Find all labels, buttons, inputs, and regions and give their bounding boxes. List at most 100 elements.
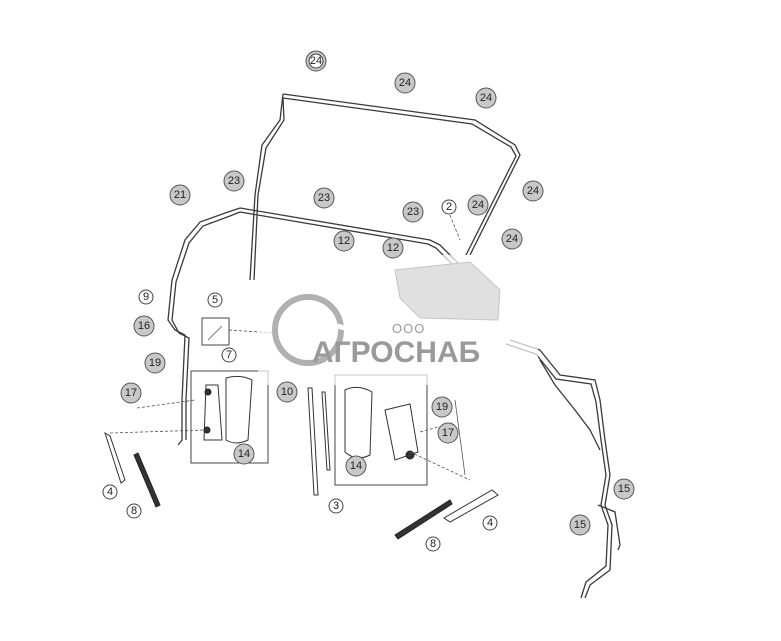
callout-circle [221,347,237,363]
callout-8: 8 [126,503,142,519]
callout-circle [569,514,591,536]
callout-circle [328,498,344,514]
watermark-prefix: ООО [392,321,425,336]
callout-circle [207,292,223,308]
callout-24: 24 [501,228,523,250]
callout-circle [501,228,523,250]
left-motor-detail [190,370,269,464]
part-5-detail [201,317,230,346]
callout-label: 16 [138,320,150,332]
callout-label: 24 [399,77,411,89]
callout-5: 5 [207,292,223,308]
callout-label: 24 [527,185,539,197]
callout-label: 15 [574,519,586,531]
callout-12: 12 [333,230,355,252]
callout-label: 19 [436,401,448,413]
callout-16: 16 [133,315,155,337]
callout-circle [475,87,497,109]
callout-circle [613,478,635,500]
callout-circle [138,289,154,305]
callout-circle [482,515,498,531]
right-tube-assembly [505,339,621,599]
watermark-company: АГРОСНАБ [312,336,480,369]
callout-14: 14 [345,455,367,477]
callout-4: 4 [482,515,498,531]
callout-label: 24 [310,55,322,67]
callout-label: 23 [228,175,240,187]
upper-tube-assembly [249,93,521,281]
callout-circle [233,443,255,465]
callout-19: 19 [431,396,453,418]
callout-15: 15 [569,514,591,536]
callout-group: 2424242424242423232321212125916197171019… [102,50,635,552]
callout-2: 2 [441,199,457,215]
leader-lines [109,214,471,481]
callout-label: 10 [281,386,293,398]
callout-21: 21 [169,184,191,206]
callout-label: 24 [480,92,492,104]
callout-label: 21 [174,189,186,201]
callout-circle [467,194,489,216]
callout-24: 24 [475,87,497,109]
callout-24: 24 [394,72,416,94]
callout-19: 19 [144,352,166,374]
callout-label: 12 [387,242,399,254]
callout-label: 23 [318,192,330,204]
callout-label: 19 [149,357,161,369]
callout-8: 8 [425,536,441,552]
callout-label: 14 [238,448,250,460]
callout-label: 5 [212,294,218,306]
callout-24: 24 [467,194,489,216]
callout-circle [441,199,457,215]
callout-label: 14 [350,460,362,472]
callout-circle [126,503,142,519]
callout-circle [144,352,166,374]
callout-circle [382,237,404,259]
callout-14: 14 [233,443,255,465]
callout-label: 8 [430,538,436,550]
callout-circle [425,536,441,552]
callout-circle [333,230,355,252]
callout-label: 24 [506,233,518,245]
center-wiper [307,387,331,496]
callout-label: 9 [143,291,149,303]
callout-label: 3 [333,500,339,512]
callout-10: 10 [276,381,298,403]
callout-label: 23 [407,206,419,218]
callout-12: 12 [382,237,404,259]
callout-15: 15 [613,478,635,500]
callout-circle [120,382,142,404]
callout-circle [522,180,544,202]
callout-23: 23 [313,187,335,209]
callout-24: 24 [308,53,324,69]
callout-circle [394,72,416,94]
callout-circle [345,455,367,477]
callout-circle [437,422,459,444]
callout-label: 2 [446,201,452,213]
callout-label: 7 [226,349,232,361]
callout-circle [102,484,118,500]
watermark: ООО АГРОСНАБ [258,255,538,385]
callout-circle [431,396,453,418]
callout-24: 24 [522,180,544,202]
callout-circle [133,315,155,337]
callout-4: 4 [102,484,118,500]
callout-9: 9 [138,289,154,305]
callout-7: 7 [221,347,237,363]
callout-label: 24 [472,199,484,211]
callout-label: 17 [442,427,454,439]
callout-17: 17 [120,382,142,404]
callout-17: 17 [437,422,459,444]
callout-23: 23 [223,170,245,192]
callout-23: 23 [402,201,424,223]
callout-label: 15 [618,483,630,495]
callout-circle [223,170,245,192]
callout-circle [276,381,298,403]
callout-label: 17 [125,387,137,399]
callout-circle [308,53,324,69]
callout-circle [169,184,191,206]
callout-label: 4 [487,517,493,529]
left-wiper [104,431,161,508]
